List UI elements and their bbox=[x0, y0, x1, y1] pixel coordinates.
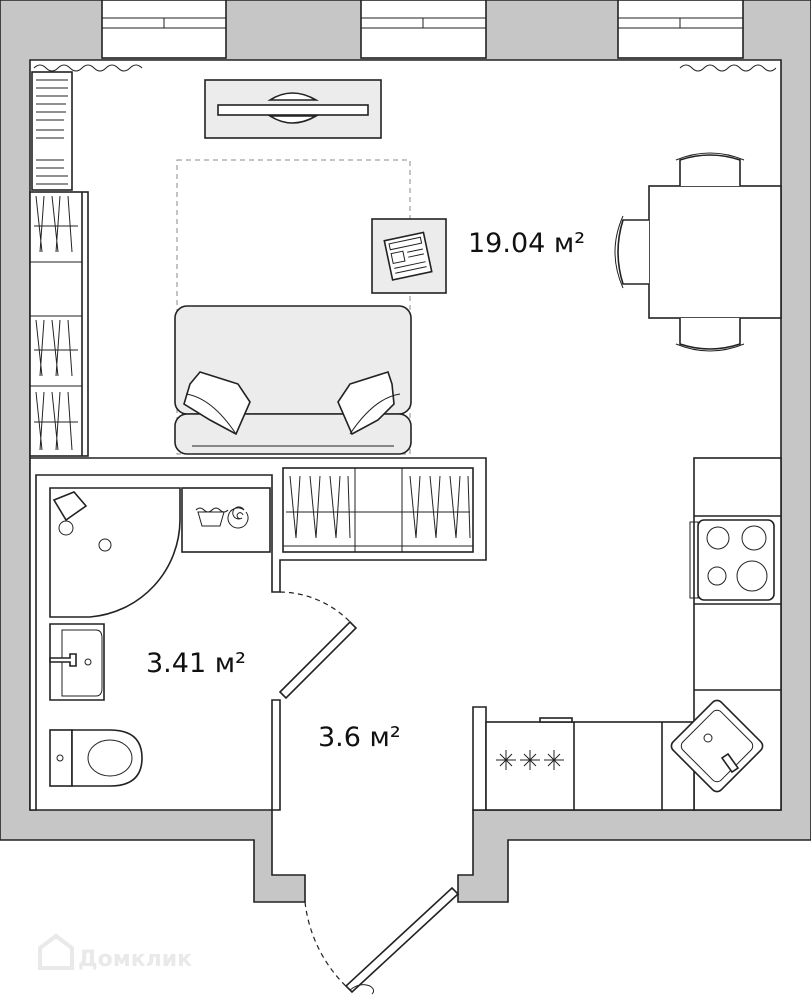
bookshelf-icon bbox=[31, 71, 73, 191]
room-area-hallway: 3.6 м² bbox=[318, 722, 401, 753]
watermark: Домклик bbox=[38, 933, 192, 972]
tv-icon bbox=[204, 79, 382, 139]
hallway-wardrobe-icon bbox=[282, 467, 474, 553]
watermark-text: Домклик bbox=[78, 947, 192, 972]
stove-icon bbox=[689, 519, 775, 601]
washing-machine-icon bbox=[181, 487, 271, 553]
room-area-living: 19.04 м² bbox=[468, 228, 585, 259]
outer-walls bbox=[0, 0, 811, 903]
kitchen-sink-icon bbox=[670, 699, 764, 793]
window-icon bbox=[101, 0, 744, 59]
oven-icon bbox=[496, 750, 564, 770]
sink-icon bbox=[49, 623, 105, 701]
chair-icon bbox=[614, 152, 745, 352]
room-area-bathroom: 3.41 м² bbox=[146, 648, 246, 679]
sofa-icon bbox=[174, 159, 412, 455]
toilet-icon bbox=[49, 729, 143, 787]
shower-icon bbox=[49, 487, 181, 618]
radiator-icon bbox=[33, 64, 777, 72]
wardrobe-icon bbox=[29, 191, 89, 457]
dining-table-icon bbox=[648, 185, 782, 319]
newspaper-icon bbox=[371, 218, 447, 294]
door-icon bbox=[278, 591, 460, 995]
